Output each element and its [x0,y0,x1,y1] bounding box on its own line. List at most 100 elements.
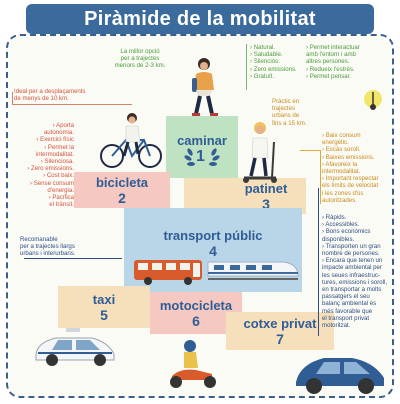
walk-intro-line: La millor opció [120,48,160,55]
level-bike-name: bicicleta [95,174,149,190]
train-icon [207,261,299,280]
level-scooter-name: patinet [244,180,288,196]
public-benefit: disponibles. [322,235,355,243]
scooter-connector-v [320,150,321,204]
public-benefit: el transport privat [322,314,370,322]
scooter-benefit: › Escàs sorolI. [322,146,361,154]
bike-benefit: › Silenciosa. [40,158,74,166]
public-intro-line: per a trajectes llargs [20,243,75,251]
public-benefit: passatgers el seu [322,293,370,301]
level-taxi-name: taxi [92,291,116,307]
public-benefit: › Ràpids. [322,214,347,221]
bike-benefit: › Sense consum [29,179,74,187]
level-taxi-block: taxi 5 [58,286,150,328]
walk-benefit: › Permet pensar. [306,72,352,80]
motorcycle-icon [170,340,216,388]
scooter-benefit: energètic. [322,139,349,147]
bike-intro-line: de menys de 10 km. [14,95,69,103]
scooter-intro-text: Pràctic en trajectes urbans de fins a 15… [272,98,328,127]
scooter-benefits-list: › Baix consum energètic. › Escàs sorolI.… [322,132,396,204]
scooter-person-icon [243,122,277,183]
public-benefit: › Encara que tenen un [322,257,383,265]
walk-connector-v [246,44,247,90]
public-benefit: › Bons econòmics [322,228,371,236]
scooter-intro-line: urbans de [272,112,300,120]
scooter-intro-line: Pràctic en [272,98,300,105]
bike-benefit: d'energia. [47,186,74,194]
bike-benefit: › Zero emissions. [27,165,74,173]
taxi-icon [35,328,115,366]
public-benefit: les seues infraestruc- [322,271,380,279]
public-benefit: balanç ambiental és [322,300,377,308]
scooter-benefit: i les zones d'ús [322,189,364,197]
public-intro-line: Recomanable [20,236,58,243]
page-title: Piràmide de la mobilitat [84,7,316,30]
level-car-name: cotxe privat [243,315,317,331]
public-benefits-list: › Ràpids. › Accessibles. › Bons econòmic… [322,214,396,329]
level-public-rank: 4 [209,243,217,259]
walk-benefit: altres persones. [306,58,350,66]
scooter-intro-line: trajectes [272,105,296,113]
level-moto-rank: 6 [192,312,200,329]
bike-benefit: › Pacífica [48,194,74,202]
bike-benefit: › Permet la [44,143,74,151]
bus-icon [134,260,202,285]
bike-intro-text: Ideal per a desplaçaments de menys de 10… [14,88,124,102]
walk-benefit: › Zero emissions. [250,65,297,73]
scooter-benefit: › Important respectar [322,175,379,183]
public-benefit: nombre de persones. [322,250,380,258]
public-connector [24,258,122,259]
level-walk-name: caminar [177,132,227,148]
bike-benefit: intermodalitat. [35,150,74,158]
public-benefit: en transportar a molts [322,286,382,294]
walk-intro-text: La millor opció per a trajectes menors d… [98,48,182,70]
level-bike-block: bicicleta 2 [74,172,170,208]
level-scooter-rank: 3 [262,195,270,212]
walk-intro-line: menors de 2-3 km. [114,62,166,70]
bike-benefit: autonomia. [43,129,74,137]
walking-person-icon [192,58,218,116]
scooter-intro-line: fins a 15 km. [272,119,307,127]
public-intro-line: urbans i interurbans. [20,250,76,258]
bike-benefits-list: › Aporta autonomia. › Exercici físic › P… [12,122,74,208]
level-car-rank: 7 [276,330,284,347]
bike-connector [12,104,132,105]
public-benefit: tures, emissions i soroll, [322,278,388,286]
walk-benefit: amb l'entorn i amb [306,51,356,59]
level-public-name: transport públic [163,228,263,243]
scooter-benefit: autoritzades. [322,196,357,204]
public-benefit: › Transporten un gran [322,242,381,250]
segway-icon [364,90,382,110]
title-banner: Piràmide de la mobilitat [0,0,400,40]
level-car-block: cotxe privat 7 [226,312,334,350]
bike-benefit: › Exercici físic [36,136,74,144]
public-connector-v [318,188,319,336]
level-moto-name: motocicleta [159,297,233,313]
walk-benefits-list-2: › Permet interactuar amb l'entorn i amb … [306,44,394,80]
scooter-connector [300,150,320,151]
level-walk-rank: 1 [196,148,205,165]
scooter-benefit: › Afavoreix la [322,160,358,168]
walk-intro-line: per a trajectes [120,55,160,63]
walk-benefit: › Redueix l'estrès. [306,65,355,73]
walk-benefit: › Gratuït. [250,72,275,80]
scooter-benefit: intermodalitat. [322,168,361,176]
bike-intro-line: Ideal per a desplaçaments [14,88,86,95]
public-benefit: més favorable que [322,307,373,315]
public-benefit: motoritzat. [322,322,351,330]
walk-benefit: › Permet interactuar [306,44,360,51]
walk-benefits-list: › Natural. › Saludable. › Silenciós. › Z… [250,44,308,80]
public-benefit: impacte ambiental per [322,264,382,272]
level-bike-rank: 2 [118,189,126,206]
bike-benefit: › Cost baix. [43,172,74,180]
walk-benefit: › Saludable. [250,51,283,59]
scooter-benefit: els límits de velocitat [322,182,379,190]
title-bar: Piràmide de la mobilitat [26,4,374,34]
walk-benefit: › Natural. [250,44,276,51]
car-icon [296,358,384,394]
bike-benefit: el trànsit. [49,201,74,209]
scooter-benefit: › Baixes emissions. [322,153,375,161]
laurel-icon [184,148,220,166]
public-intro-text: Recomanable per a trajectes llargs urban… [20,236,120,258]
cyclist-icon [100,113,162,168]
